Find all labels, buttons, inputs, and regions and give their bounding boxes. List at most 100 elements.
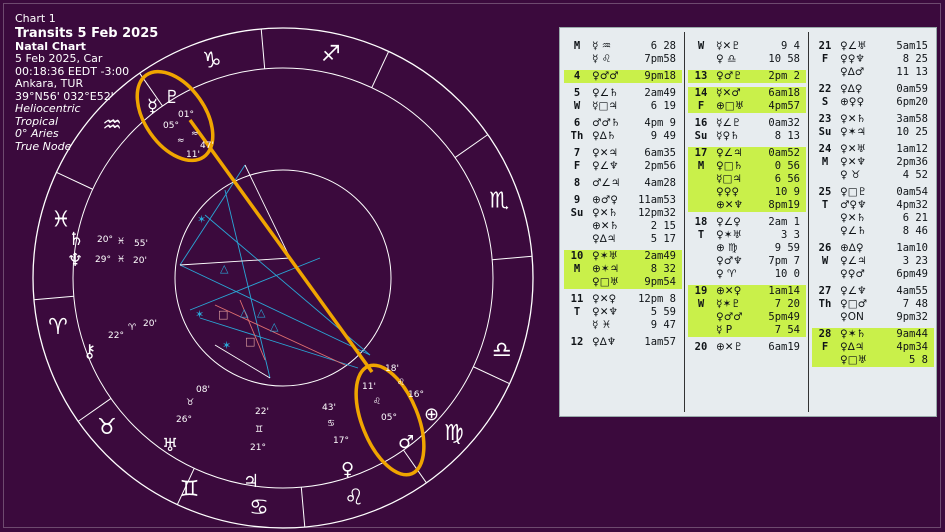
ephemeris-aspect: ♀□♅ [840, 354, 868, 366]
ephemeris-time: 2am49 [644, 87, 676, 99]
zodiac-division-line [33, 295, 74, 301]
ephemeris-aspect: ♀∠♀ [716, 216, 741, 228]
ephemeris-time: 1am10 [896, 242, 928, 254]
planet-degree-labels: 01° 05° ≈ ≈ 47' 11' 20° ♓ 55' 29° ♓ 20' … [95, 110, 424, 453]
chart-wheel: ♑♐♏♎♍♌♋♊♉♈♓♒ ✶ △ △ △ △ ✶ ✶ □ □ ☿ ♇ ♄ ♆ ⚷… [32, 27, 534, 529]
ephemeris-time: 4pm32 [896, 199, 928, 211]
ephemeris-time: 6am19 [768, 341, 800, 353]
ephemeris-time: 10 9 [774, 186, 800, 198]
ephemeris-time: 1am14 [768, 285, 800, 297]
chiron-icon: ⚷ [83, 341, 96, 362]
neptune-sign: ♓ [117, 255, 125, 265]
ephemeris-row: W☿□♃6 19 [564, 100, 682, 113]
aspect-circle [174, 169, 392, 387]
ephemeris-row: 23♀✕♄3am58 [812, 113, 934, 126]
ephemeris-time: 11 13 [896, 66, 928, 78]
ephemeris-row: ♀ ♉4 52 [812, 169, 934, 182]
ephemeris-row: ♀♂♂5pm49 [688, 311, 806, 324]
mercury-deg: 05° [163, 121, 179, 131]
ephemeris-row: ♀□♅5 8 [812, 354, 934, 367]
chart-date: 5 Feb 2025, Car [15, 52, 103, 65]
ephemeris-row: F♀∠♆2pm56 [564, 160, 682, 173]
ephemeris-day: W [573, 100, 581, 112]
ephemeris-aspect: ♀∠♄ [592, 87, 619, 99]
ephemeris-row: ⊕ ♍9 59 [688, 242, 806, 255]
highlight-circle-pluto [135, 69, 215, 163]
ephemeris-time: 0am32 [768, 117, 800, 129]
chart-time: 00:18:36 EEDT -3:00 [15, 64, 130, 78]
ephemeris-row: ♀∠♄8 46 [812, 225, 934, 238]
venus-sign: ♋ [327, 419, 335, 429]
ephemeris-row: M♀□♄0 56 [688, 160, 806, 173]
ephemeris-time: 2pm36 [896, 156, 928, 168]
ephemeris-day: W [697, 298, 705, 310]
ephemeris-row: 13♀♂♇2pm 2 [688, 70, 806, 83]
ephemeris-day: W [697, 40, 705, 52]
ephemeris-row: ♀♂♆7pm 7 [688, 255, 806, 268]
ephemeris-aspect: ♀✕♀ [592, 293, 617, 305]
ephemeris-day: 7 [573, 147, 581, 159]
zodiac-division-line [56, 171, 93, 190]
zodiac-division-line [492, 255, 533, 261]
ephemeris-aspect: ♀∆♄ [592, 130, 617, 142]
ephemeris-aspect: ♀♂♆ [716, 255, 743, 267]
ephemeris-row: F♀♀♆8 25 [812, 53, 934, 66]
zodiac-division-line [454, 134, 489, 158]
ephemeris-time: 8 32 [650, 263, 676, 275]
ephemeris-row: W♀∠♃3 23 [812, 255, 934, 268]
pluto-icon: ♇ [164, 87, 180, 108]
neptune-min: 20' [133, 256, 147, 266]
ephemeris-aspect: ♀✕♃ [592, 147, 618, 159]
ephemeris-time: 12pm32 [638, 207, 676, 219]
ephemeris-row: Su♀✕♄12pm32 [564, 207, 682, 220]
pluto-min: 47' [200, 141, 214, 151]
ephemeris-aspect: ☿ ♒ [592, 40, 612, 52]
ephemeris-aspect: ♀✕♄ [592, 207, 618, 219]
ephemeris-aspect: ♀ ♎ [716, 53, 737, 65]
chart-coords: 39°N56' 032°E52' [15, 89, 114, 103]
svg-text:□: □ [245, 335, 255, 348]
ephemeris-aspect: ♂♀♆ [840, 199, 867, 211]
neptune-deg: 29° [95, 255, 111, 265]
svg-text:△: △ [220, 262, 229, 275]
ephemeris-time: 4am55 [896, 285, 928, 297]
ephemeris-row: M☿ ♒6 28 [564, 40, 682, 53]
ephemeris-time: 6am35 [644, 147, 676, 159]
earth-icon: ⊕ [424, 404, 439, 425]
ephemeris-time: 8 13 [774, 130, 800, 142]
ephemeris-aspect: ☿♀♄ [716, 130, 740, 142]
ephemeris-row: 16☿∠♇0am32 [688, 117, 806, 130]
mars-deg: 05° [381, 413, 397, 423]
ephemeris-row: 18♀∠♀2am 1 [688, 216, 806, 229]
mercury-icon: ☿ [147, 96, 158, 117]
planet-glyphs: ☿ ♇ ♄ ♆ ⚷ ♅ ♃ ♀ ♂ ⊕ [67, 87, 439, 492]
ephemeris-time: 10 25 [896, 126, 928, 138]
ephemeris-day: F [573, 160, 581, 172]
ephemeris-row: 21♀∠♅5am15 [812, 40, 934, 53]
ephemeris-day: T [821, 199, 829, 211]
ephemeris-row: Th♀∆♄9 49 [564, 130, 682, 143]
ephemeris-day: F [821, 341, 829, 353]
ephemeris-day: Su [818, 126, 832, 138]
ephemeris-row: ♀♀♀10 9 [688, 186, 806, 199]
zodiac-division-line [473, 366, 510, 385]
saturn-min: 55' [134, 239, 148, 249]
ephemeris-aspect: ♀∆♆ [592, 336, 617, 348]
ephemeris-row: 26⊕∆♀1am10 [812, 242, 934, 255]
ephemeris-time: 6pm49 [896, 268, 928, 280]
zodiac-sign-icon: ♏ [489, 188, 509, 213]
ephemeris-day: 4 [573, 70, 581, 82]
ephemeris-row: ⊕✕♆8pm19 [688, 199, 806, 212]
ephemeris-day: 18 [694, 216, 708, 228]
ephemeris-time: 9 47 [650, 319, 676, 331]
ephemeris-aspect: ♂∠♃ [592, 177, 621, 189]
chiron-deg: 22° [108, 331, 124, 341]
ephemeris-row: 27♀∠♆4am55 [812, 285, 934, 298]
ephemeris-aspect: ♀∆♂ [840, 66, 865, 78]
ephemeris-time: 11am53 [638, 194, 676, 206]
ephemeris-row: ♀□♅9pm54 [564, 276, 682, 289]
ephemeris-day: 21 [818, 40, 832, 52]
ephemeris-time: 4pm 9 [644, 117, 676, 129]
